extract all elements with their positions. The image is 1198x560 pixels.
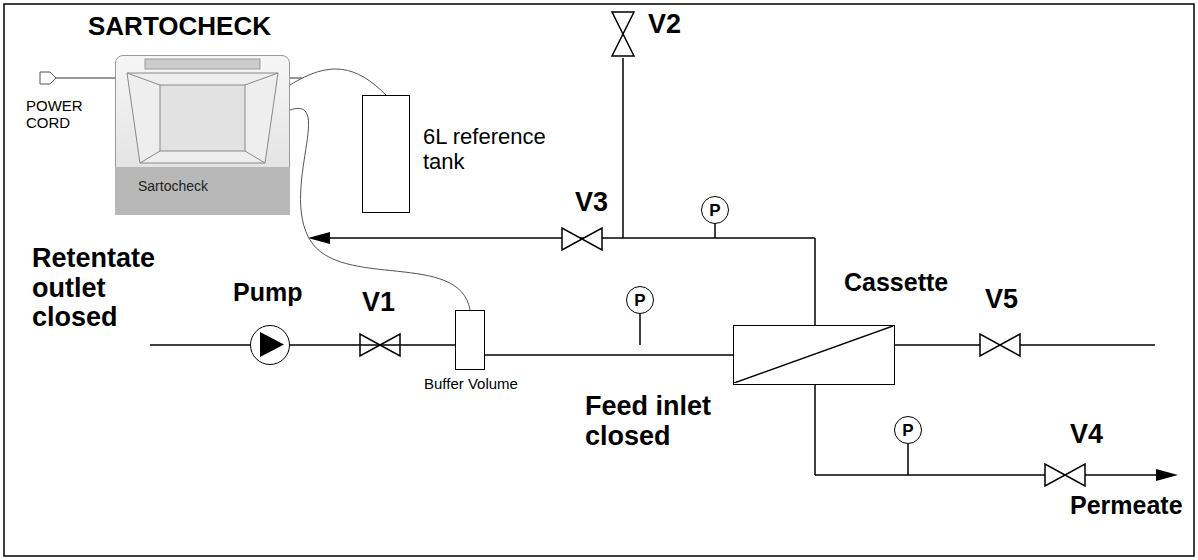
pump-triangle [251,326,288,363]
tank-label: 6L reference tank [423,124,573,175]
pressure-gauge: P [626,286,654,314]
power-cord-label: POWER CORD [26,98,106,131]
cord-stub [290,77,302,79]
power-cord [56,77,115,79]
sartocheck-device: SARTOCHECKSartocheck [115,55,290,215]
gauge-stem [714,224,716,238]
pump-label: Pump [233,278,323,307]
valve-label: V4 [1070,420,1130,450]
device-heading: SARTOCHECK [88,12,348,42]
pressure-gauge: P [701,196,729,224]
pipe [622,58,624,238]
pipe [814,385,816,475]
valve-label: V2 [648,10,708,40]
plug [40,72,56,84]
gauge-letter: P [702,197,728,223]
retentate-note: Retentate outlet closed [32,244,192,333]
buffer-volume: Buffer Volume [455,310,485,370]
pipe [150,344,250,346]
gauge-letter: P [627,287,653,313]
cassette: Cassette [733,325,895,385]
frame [4,4,1194,556]
valve-symbol [612,12,634,56]
permeate-line [815,474,1165,476]
pressure-gauge: P [894,416,922,444]
pipe-connector [485,354,733,356]
gauge-stem [907,444,909,475]
gauge-letter: P [895,417,921,443]
pipe [814,238,816,325]
valve-label: V3 [575,188,635,218]
gauge-stem [639,314,641,345]
pipe [895,344,1155,346]
cassette-label: Cassette [844,268,964,297]
signal-cable [290,69,386,95]
valve-symbol [1045,464,1085,486]
valve-label: V5 [985,285,1045,315]
valve-symbol [562,228,602,250]
permeate-label: Permeate [1070,492,1190,520]
pipe-connector [290,344,455,346]
device-label: Sartocheck [138,178,268,194]
membrane-line [734,326,893,383]
buffer-label: Buffer Volume [424,375,564,392]
feed-note: Feed inlet closed [585,392,785,451]
pump-symbol: Pump [250,325,290,365]
arrowhead [1156,469,1178,481]
valve-label: V1 [362,288,422,318]
valve-symbol [980,334,1020,356]
reference-tank: 6L reference tank [362,95,410,213]
